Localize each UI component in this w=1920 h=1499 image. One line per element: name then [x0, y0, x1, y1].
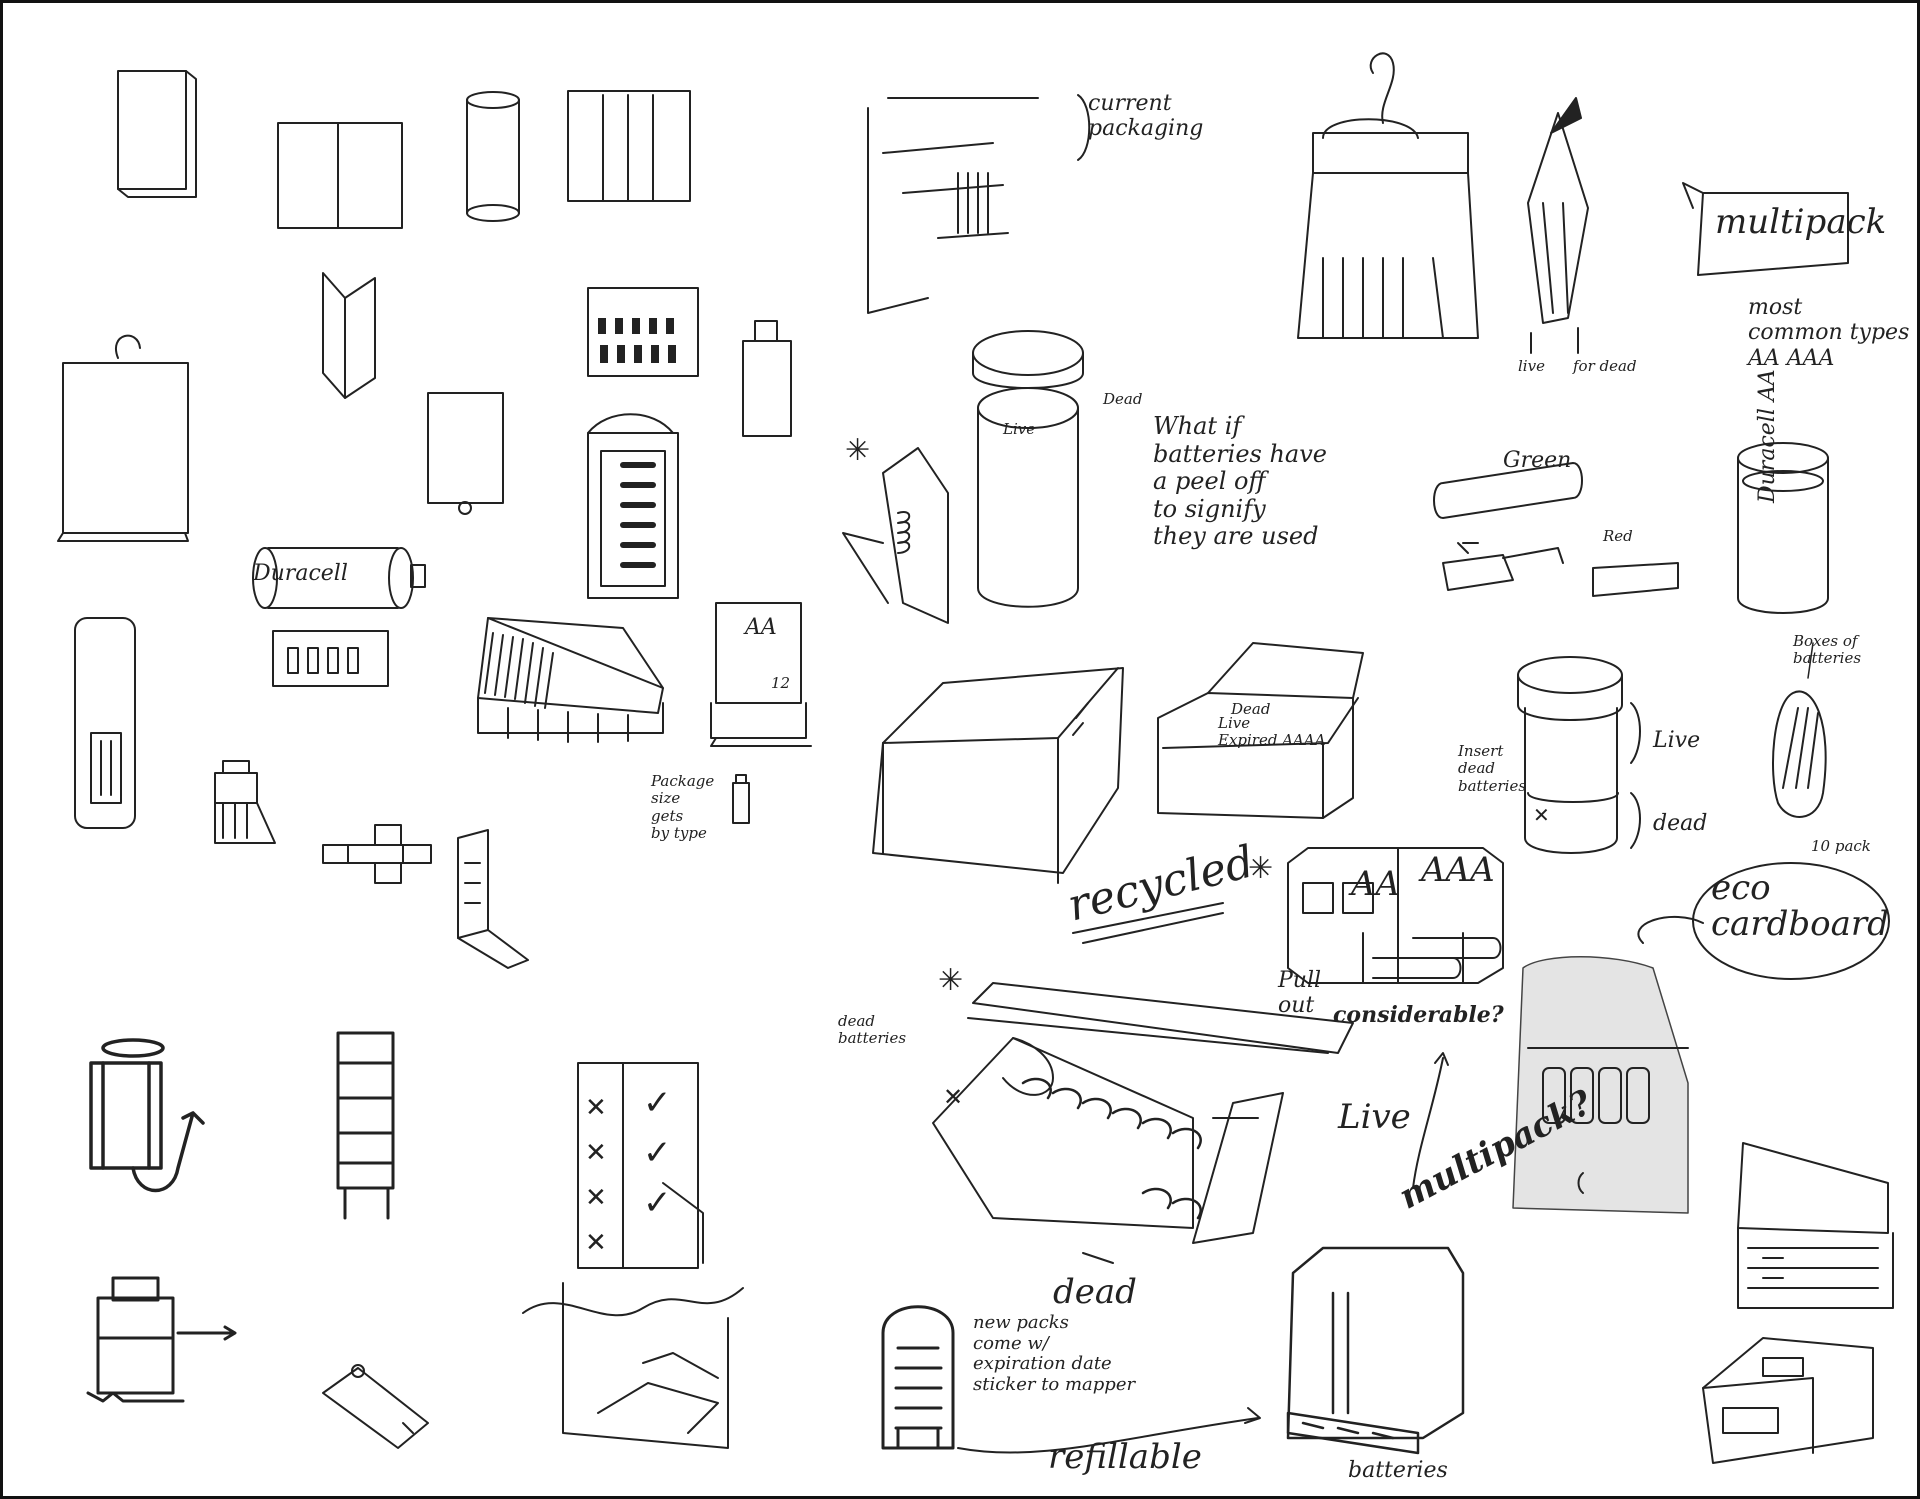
note-current-packaging: current packaging: [1088, 91, 1204, 142]
sketch-checklist-dispenser: [577, 1062, 704, 1269]
note-live-cap: Live: [1003, 420, 1036, 438]
note-live-small: live: [1518, 357, 1545, 375]
sketch-drawings: [57, 52, 1894, 1464]
note-open-box-dead: Dead: [1231, 700, 1271, 718]
sketch-window-card: [587, 413, 679, 599]
checklist-cross-3: ✕: [585, 1183, 607, 1213]
note-package-size: Package size gets by type: [651, 772, 715, 842]
sketch-hanger-pack: [57, 334, 189, 542]
note-boxes-of: Boxes of batteries: [1793, 632, 1862, 668]
sketch-wave-dispenser: [522, 1282, 744, 1449]
sketch-small-basket: [214, 760, 276, 844]
sketch-cross-net: [322, 824, 432, 884]
note-for-dead: for dead: [1573, 357, 1637, 375]
sketch-ten-pack-pod: [1772, 642, 1827, 818]
cross-mark-tray: ✕: [943, 1083, 964, 1111]
asterisk-mark-tray: ✳: [938, 963, 964, 998]
note-bottom-label: batteries: [1348, 1458, 1448, 1483]
sketch-duracell-roll: [252, 547, 426, 687]
note-insert-dead: Insert dead batteries: [1458, 742, 1527, 795]
note-dead-cap: Dead: [1103, 390, 1143, 408]
note-multipack-banner: multipack: [1715, 202, 1887, 242]
sketch-tall-folding-pack: [457, 829, 529, 969]
sketch-duracell-can: [1737, 442, 1829, 614]
sketch-drum: [86, 1276, 237, 1403]
sketch-duracell-display: [1297, 52, 1479, 339]
sketch-stacked-drawers: [1737, 1142, 1894, 1309]
sketch-hatched-box: [477, 617, 664, 743]
asterisk-mark-dispenser: ✳: [1248, 851, 1274, 886]
note-refillable: refillable: [1048, 1437, 1202, 1477]
sketch-live-dead-cylinder: [1517, 656, 1641, 854]
checklist-cross-4: ✕: [585, 1228, 607, 1258]
sketch-cylinder-cap: [972, 330, 1084, 608]
sketch-open-card: [277, 122, 403, 229]
note-aa-small: AA: [745, 615, 777, 640]
sketch-dual-dispenser: [1287, 847, 1504, 984]
sketch-slanted-sleeve: [322, 1364, 429, 1449]
note-green: Green: [1503, 448, 1572, 473]
sketch-refill-box: [1286, 1246, 1465, 1455]
note-aa-box: AA: [1351, 864, 1401, 904]
sketch-coil-dispenser: [842, 447, 949, 624]
sketch-bottle: [742, 320, 792, 437]
sketch-folded-pack: [567, 90, 691, 202]
sketch-flat-box: [117, 70, 197, 198]
note-eco-cardboard: eco cardboard: [1711, 868, 1889, 944]
sketch-long-pod: [74, 617, 136, 829]
note-aaa-box: AAA: [1421, 850, 1495, 890]
sketch-battery-grid: [587, 287, 699, 377]
sketch-open-box-dead-live: [1157, 642, 1364, 819]
cross-mark-cylinder: ✕: [1533, 803, 1550, 827]
note-pull-out: Pull out: [1278, 968, 1322, 1019]
sketch-aa-stand: [710, 602, 812, 747]
sketch-eco-oval: [1692, 862, 1890, 980]
note-open-box-live: Live Expired AAAA: [1218, 714, 1326, 750]
checklist-cross-2: ✕: [585, 1138, 607, 1168]
note-what-if: What if batteries have a peel off to sig…: [1153, 412, 1327, 551]
sketch-black-cylinder: [89, 1038, 205, 1193]
sketch-fold-card: [322, 272, 376, 399]
sketch-pull-drawer-box: [1702, 1337, 1874, 1464]
sketch-battery-tray: [932, 982, 1354, 1264]
sketch-refill-arrow: [957, 1407, 1261, 1454]
sketch-multipack-banner: [1682, 182, 1849, 276]
note-most-common: most common types AA AAA: [1748, 295, 1910, 371]
sketch-tube: [466, 91, 520, 222]
note-duracell-roll: Duracell: [253, 561, 348, 586]
note-new-packs: new packs come w/ expiration date sticke…: [973, 1312, 1136, 1396]
note-tray-live: Live: [1338, 1097, 1411, 1137]
checklist-check-2: ✓: [643, 1133, 672, 1173]
note-tray-dead: dead: [1053, 1272, 1137, 1312]
checklist-cross-1: ✕: [585, 1093, 607, 1123]
note-duracell-can: Duracell AA: [1755, 369, 1780, 503]
checklist-check-3: ✓: [643, 1183, 672, 1223]
sketch-ring-box: [427, 392, 504, 515]
checklist-check-1: ✓: [643, 1083, 672, 1123]
sketch-recycled-underline: [1072, 902, 1224, 944]
sketch-peel-batteries: [1433, 462, 1679, 597]
note-red: Red: [1603, 527, 1633, 545]
sketch-refill-tube: [881, 1305, 955, 1450]
note-brace-dead: dead: [1653, 811, 1708, 836]
sketch-mini-pack: [732, 774, 750, 824]
sketch-ladder-stand: [336, 1031, 395, 1220]
note-ten-pack: 10 pack: [1811, 837, 1871, 855]
note-dead-batteries: dead batteries: [838, 1012, 907, 1048]
sketch-current-packaging-stack: [867, 94, 1091, 314]
sketch-open-lid-box: [872, 667, 1124, 884]
sketch-arrow-considerable: [1412, 1052, 1449, 1189]
sketch-pen-battery: [1527, 97, 1589, 354]
note-12: 12: [771, 674, 791, 692]
sketch-shaded-multipack: [1512, 915, 1704, 1214]
note-considerable: considerable?: [1333, 1002, 1504, 1028]
asterisk-mark-coil: ✳: [845, 433, 871, 468]
note-brace-live: Live: [1653, 728, 1701, 753]
